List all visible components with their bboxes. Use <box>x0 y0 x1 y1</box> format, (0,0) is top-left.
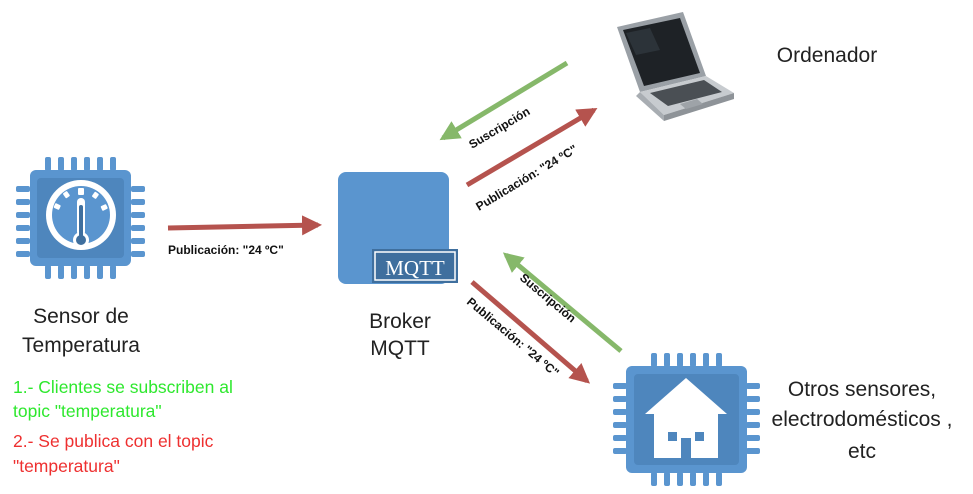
others-label-line2: electrodomésticos , <box>772 408 953 431</box>
arrow-label-computer-subscribe: Suscripción <box>466 104 532 151</box>
mqtt-badge-text: MQTT <box>385 256 445 280</box>
arrow-label-sensor-publish: Publicación: "24 ºC" <box>168 243 284 257</box>
publish-arrow-sensor-broker <box>167 215 322 236</box>
broker-label-line1: Broker <box>369 310 431 333</box>
arrow-label-others-subscribe: Suscripción <box>517 271 579 326</box>
publish-arrow-broker-computer <box>465 107 598 188</box>
broker-label-line2: MQTT <box>370 337 430 360</box>
broker-icon: MQTT <box>338 172 458 284</box>
laptop-icon <box>617 12 734 121</box>
subscribe-arrow-computer <box>439 60 569 141</box>
note-step2-line2: "temperatura" <box>13 456 120 476</box>
others-label-line3: etc <box>848 440 876 463</box>
subscribe-arrow-others <box>502 252 623 353</box>
temperature-sensor-icon <box>16 157 145 279</box>
note-step2-line1: 2.- Se publica con el topic <box>13 431 214 451</box>
note-step1-line2: topic "temperatura" <box>13 401 162 421</box>
publish-arrow-broker-others <box>470 280 591 384</box>
sensor-label-line2: Temperatura <box>22 334 140 357</box>
arrow-label-others-publish: Publicación: "24 ºC" <box>464 295 562 380</box>
note-step1-line1: 1.- Clientes se subscriben al <box>13 377 233 397</box>
others-label-line1: Otros sensores, <box>788 378 936 401</box>
home-device-icon <box>613 353 760 486</box>
computer-label: Ordenador <box>777 44 877 67</box>
sensor-label-line1: Sensor de <box>33 305 129 328</box>
mqtt-badge <box>372 249 458 283</box>
